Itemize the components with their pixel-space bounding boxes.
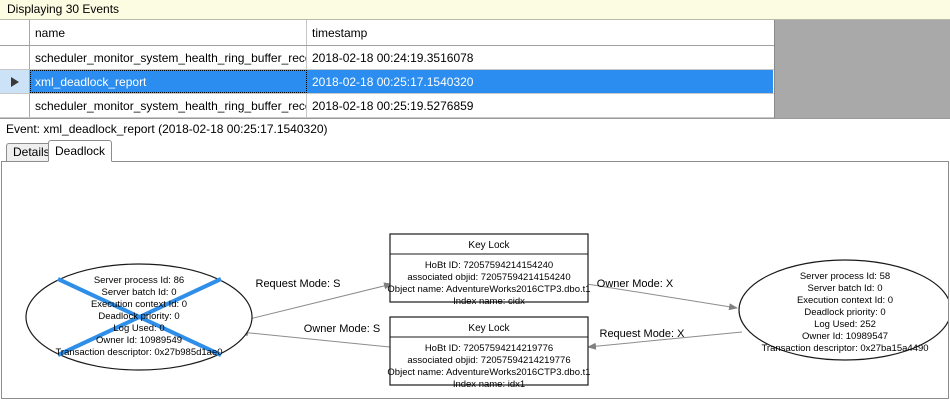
process-left-line-4: Log Used: 0 (113, 323, 164, 334)
resource-node-top[interactable]: Key Lock HoBt ID: 72057594214154240 asso… (387, 233, 591, 307)
resource-bottom-line-2: Object name: AdventureWorks2016CTP3.dbo.… (387, 367, 590, 378)
cell-timestamp[interactable]: 2018-02-18 00:25:17.1540320 (307, 70, 773, 93)
event-detail-title: Event: xml_deadlock_report (2018-02-18 0… (6, 122, 328, 136)
process-node-left[interactable]: Server process Id: 86 Server batch Id: 0… (25, 263, 253, 371)
deadlock-victim-cross-icon (57, 277, 222, 357)
events-grid[interactable]: name timestamp scheduler_monitor_system_… (0, 20, 775, 118)
process-right-line-4: Log Used: 252 (814, 319, 876, 330)
process-right-line-5: Owner Id: 10989547 (802, 331, 888, 342)
resource-bottom-title: Key Lock (468, 323, 510, 334)
events-banner-label: Displaying 30 Events (7, 2, 120, 16)
resource-top-line-0: HoBt ID: 72057594214154240 (425, 260, 553, 271)
edge-bottom-owner-left: Owner Mode: S (239, 323, 391, 348)
edge-right-request-bottom: Request Mode: X (587, 328, 743, 350)
grid-corner-cell (0, 20, 30, 45)
detail-tabstrip: Details Deadlock (0, 140, 950, 162)
process-left-line-3: Deadlock priority: 0 (98, 311, 179, 322)
resource-bottom-line-0: HoBt ID: 72057594214219776 (425, 343, 553, 354)
edge-label-bottom-owner-left: Owner Mode: S (304, 323, 380, 335)
edge-top-owner-right: Owner Mode: X (586, 278, 738, 311)
resource-bottom-line-3: Index name: idx1 (453, 379, 525, 390)
edge-label-right-request-bottom: Request Mode: X (600, 328, 686, 340)
cell-timestamp[interactable]: 2018-02-18 00:25:19.5276859 (312, 98, 474, 113)
process-left-line-0: Server process Id: 86 (94, 275, 184, 286)
resource-top-title: Key Lock (468, 240, 510, 251)
grid-header-row: name timestamp (0, 20, 774, 46)
deadlock-graph-panel: Request Mode: S Owner Mode: X Owner Mode… (1, 161, 949, 399)
process-right-line-6: Transaction descriptor: 0x27ba15a4490 (761, 343, 928, 354)
resource-node-bottom[interactable]: Key Lock HoBt ID: 72057594214219776 asso… (387, 316, 591, 390)
column-header-timestamp[interactable]: timestamp (307, 20, 773, 45)
row-selector-arrow-icon (10, 76, 19, 87)
process-left-line-5: Owner Id: 10989549 (96, 335, 182, 346)
table-row[interactable]: xml_deadlock_report 2018-02-18 00:25:17.… (0, 70, 774, 94)
cell-name[interactable]: scheduler_monitor_system_health_ring_buf… (30, 94, 307, 117)
deadlock-graph: Request Mode: S Owner Mode: X Owner Mode… (2, 162, 948, 398)
process-left-line-6: Transaction descriptor: 0x27b985d1ae0 (55, 347, 222, 358)
process-left-line-1: Server batch Id: 0 (102, 287, 177, 298)
cell-name[interactable]: xml_deadlock_report (30, 70, 307, 93)
row-selector[interactable] (0, 70, 30, 93)
resource-top-line-1: associated objid: 72057594214154240 (407, 272, 570, 283)
table-row[interactable]: scheduler_monitor_system_health_ring_buf… (0, 94, 774, 118)
event-detail-header: Event: xml_deadlock_report (2018-02-18 0… (0, 118, 950, 140)
edge-label-top-owner-right: Owner Mode: X (597, 278, 674, 290)
table-row[interactable]: scheduler_monitor_system_health_ring_buf… (0, 46, 774, 70)
resource-top-line-3: Index name: cidx (453, 296, 525, 307)
cell-name[interactable]: scheduler_monitor_system_health_ring_buf… (30, 46, 307, 69)
edge-label-left-request-top: Request Mode: S (256, 278, 341, 290)
process-left-line-2: Execution context Id: 0 (91, 299, 187, 310)
process-right-line-3: Deadlock priority: 0 (804, 307, 885, 318)
process-node-right[interactable]: Server process Id: 58 Server batch Id: 0… (738, 259, 948, 361)
tab-deadlock[interactable]: Deadlock (48, 140, 113, 162)
process-right-line-2: Execution context Id: 0 (797, 295, 893, 306)
process-right-line-1: Server batch Id: 0 (808, 283, 883, 294)
events-banner: Displaying 30 Events (0, 0, 950, 20)
row-selector[interactable] (0, 94, 30, 117)
row-selector[interactable] (0, 46, 30, 69)
column-header-name[interactable]: name (30, 20, 307, 45)
events-grid-region: name timestamp scheduler_monitor_system_… (0, 20, 950, 118)
edge-left-request-top: Request Mode: S (236, 278, 393, 323)
process-right-line-0: Server process Id: 58 (800, 271, 890, 282)
resource-top-line-2: Object name: AdventureWorks2016CTP3.dbo.… (387, 284, 590, 295)
cell-timestamp[interactable]: 2018-02-18 00:24:19.3516078 (312, 50, 474, 65)
resource-bottom-line-1: associated objid: 72057594214219776 (407, 355, 570, 366)
